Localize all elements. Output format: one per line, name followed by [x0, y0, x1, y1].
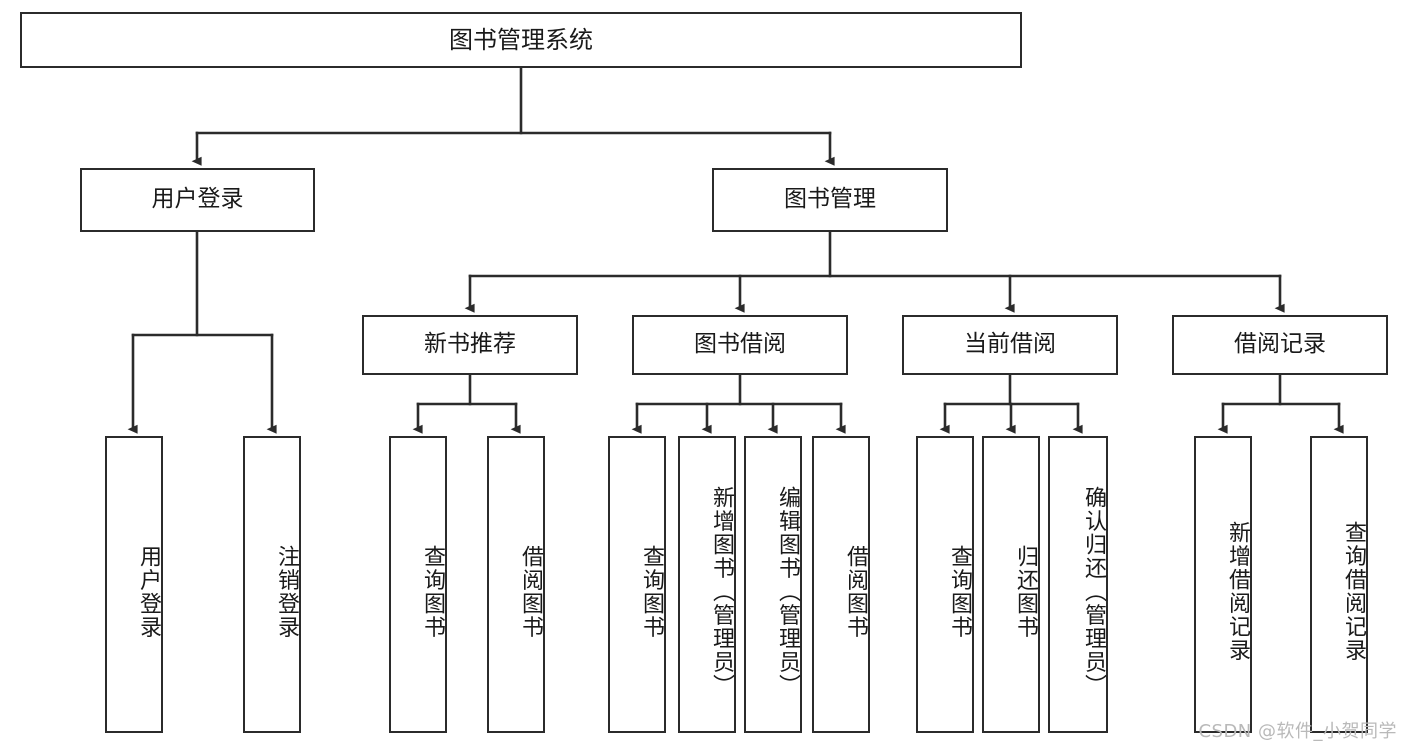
node-current-borrow-label: 当前借阅	[964, 331, 1056, 358]
node-book-borrow[interactable]: 图书借阅	[632, 315, 848, 375]
node-leaf-edit-book-label: 编辑图书（管理员）	[775, 485, 800, 698]
node-new-book-recommend-label: 新书推荐	[424, 331, 516, 358]
node-book-management[interactable]: 图书管理	[712, 168, 948, 232]
node-leaf-borrow-book-2[interactable]: 借阅图书	[812, 436, 870, 733]
node-user-login-label: 用户登录	[151, 186, 244, 213]
node-leaf-add-record[interactable]: 新增借阅记录	[1194, 436, 1252, 733]
node-book-borrow-label: 图书借阅	[694, 331, 786, 358]
node-current-borrow[interactable]: 当前借阅	[902, 315, 1118, 375]
node-book-management-label: 图书管理	[784, 186, 876, 213]
node-new-book-recommend[interactable]: 新书推荐	[362, 315, 578, 375]
csdn-watermark: CSDN @软件_小贺同学	[1198, 721, 1397, 742]
node-leaf-edit-book[interactable]: 编辑图书（管理员）	[744, 436, 802, 733]
node-leaf-query-book-1[interactable]: 查询图书	[389, 436, 447, 733]
node-leaf-borrow-book-1-label: 借阅图书	[518, 544, 543, 639]
node-leaf-query-book-2[interactable]: 查询图书	[608, 436, 666, 733]
node-borrow-record-label: 借阅记录	[1234, 331, 1326, 358]
node-leaf-borrow-book-1[interactable]: 借阅图书	[487, 436, 545, 733]
node-leaf-logout-login-label: 注销登录	[274, 544, 299, 639]
node-leaf-add-book[interactable]: 新增图书（管理员）	[678, 436, 736, 733]
node-leaf-query-book-3-label: 查询图书	[947, 544, 972, 639]
node-leaf-user-login[interactable]: 用户登录	[105, 436, 163, 733]
node-leaf-logout-login[interactable]: 注销登录	[243, 436, 301, 733]
node-leaf-query-book-2-label: 查询图书	[639, 544, 664, 639]
node-borrow-record[interactable]: 借阅记录	[1172, 315, 1388, 375]
node-leaf-query-record[interactable]: 查询借阅记录	[1310, 436, 1368, 733]
node-leaf-user-login-label: 用户登录	[136, 544, 161, 639]
node-leaf-borrow-book-2-label: 借阅图书	[843, 544, 868, 639]
node-leaf-add-book-label: 新增图书（管理员）	[709, 485, 734, 698]
node-leaf-query-book-3[interactable]: 查询图书	[916, 436, 974, 733]
node-leaf-return-book[interactable]: 归还图书	[982, 436, 1040, 733]
node-user-login[interactable]: 用户登录	[80, 168, 315, 232]
node-leaf-query-record-label: 查询借阅记录	[1341, 521, 1366, 662]
node-leaf-return-book-label: 归还图书	[1013, 544, 1038, 639]
node-root-system[interactable]: 图书管理系统	[20, 12, 1022, 68]
node-root-label: 图书管理系统	[449, 25, 593, 54]
node-leaf-query-book-1-label: 查询图书	[420, 544, 445, 639]
node-leaf-confirm-return-label: 确认归还（管理员）	[1081, 485, 1106, 698]
node-leaf-add-record-label: 新增借阅记录	[1225, 521, 1250, 662]
node-leaf-confirm-return[interactable]: 确认归还（管理员）	[1048, 436, 1108, 733]
